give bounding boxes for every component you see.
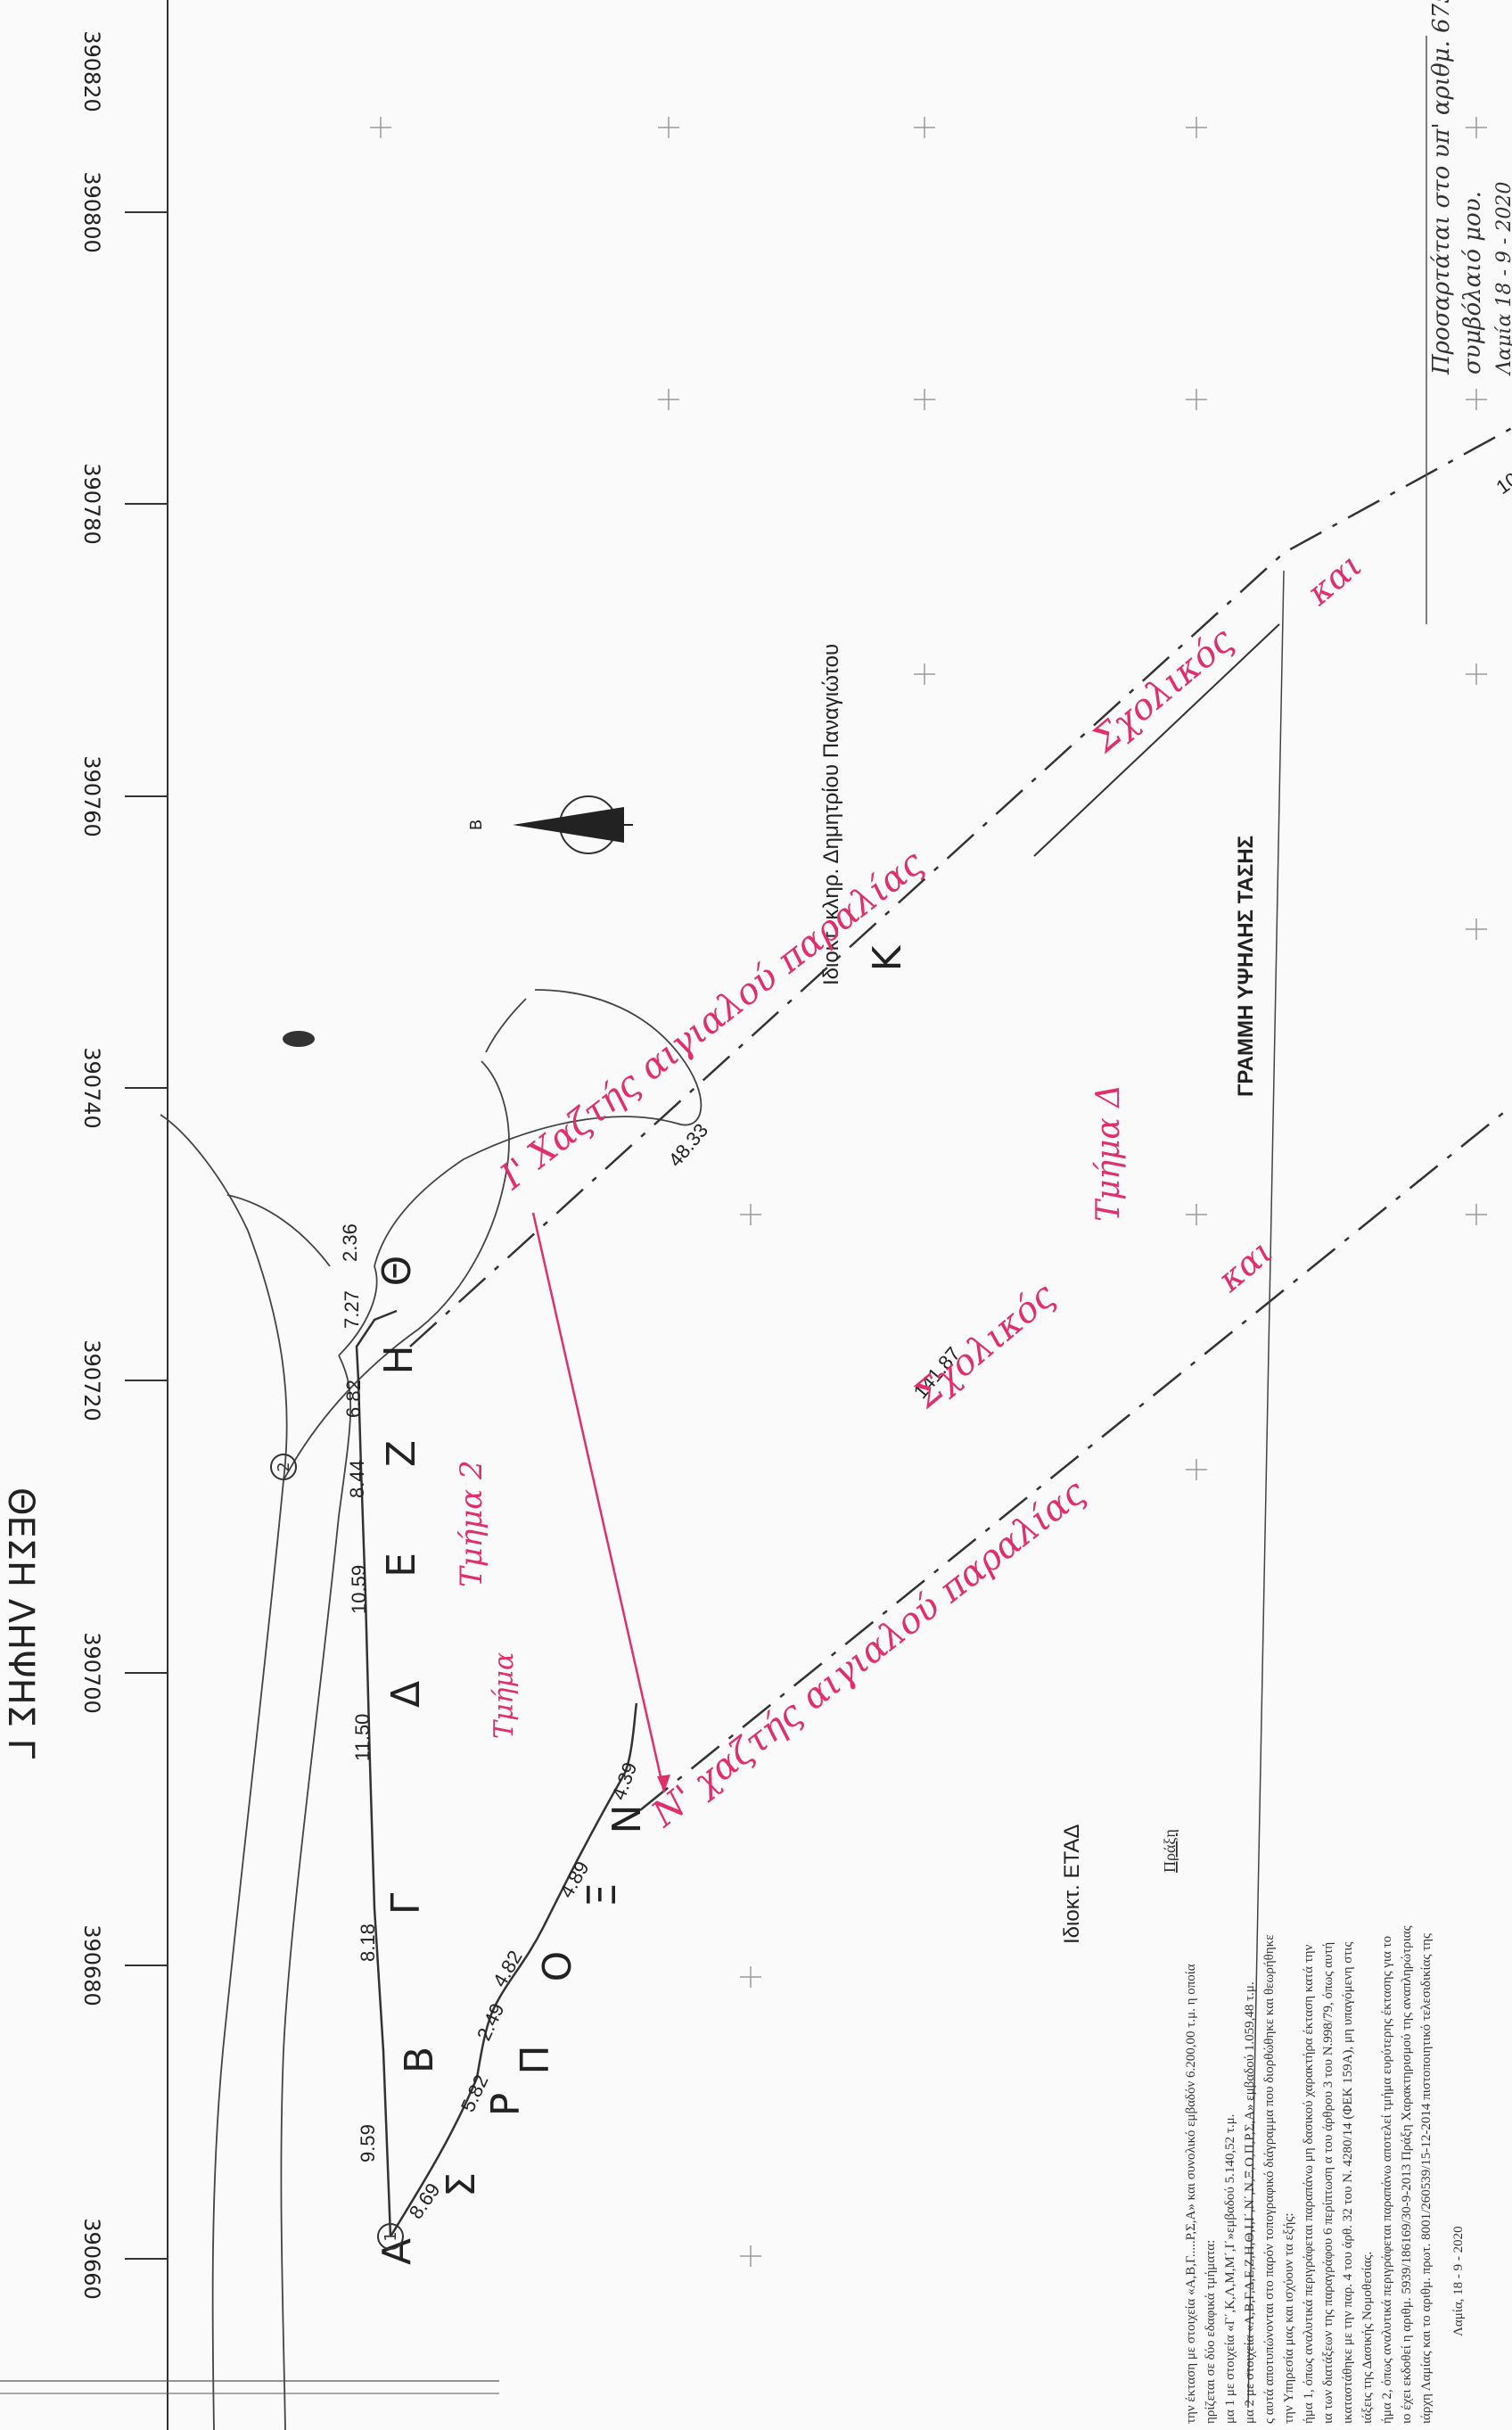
point-label-z: Ζ: [379, 1440, 424, 1467]
x-coordinate-label: 390700: [79, 1632, 104, 1714]
x-coordinate-tick: 390780: [79, 463, 168, 545]
point-label-g: Γ: [383, 1892, 429, 1915]
distance-thi: 2.36: [339, 1223, 361, 1262]
point-label-k: Κ: [865, 944, 910, 971]
x-coordinate-tick: 390700: [79, 1632, 168, 1714]
x-coordinate-tick: 390740: [79, 1047, 168, 1129]
distance-zh: 6.82: [342, 1380, 365, 1418]
notes-date: Λαμία, 18 - 9 - 2020: [1451, 2226, 1466, 2336]
notes-line: ικαταστάθηκε με την παρ. 4 του άρθ. 32 τ…: [1341, 1942, 1355, 2424]
notes-line: ήμα 2, όπως αναλυτικά περιγράφεται παραπ…: [1380, 1936, 1394, 2424]
owner-north-label: Ιδιοκτ. κληρ. Δημητρίου Παναγιώτου: [819, 644, 843, 985]
x-coordinate-tick: 390720: [79, 1339, 168, 1421]
distance-de: 10.59: [348, 1565, 370, 1614]
coastline-lines: [409, 426, 1512, 1811]
notary-stamp: Προσαρτάται στο υπ' αριθμ. 6755 συμβόλαι…: [1426, 0, 1512, 624]
handwritten-tmima: Τμήμα: [489, 1652, 520, 1739]
notes-line: την Υπηρεσία μας και ισχύουν τα εξής:: [1282, 2212, 1296, 2424]
x-coordinate-label: 390660: [79, 2218, 104, 2300]
red-arrow-head: [657, 1775, 670, 1792]
notes-heading: Πράξη: [1161, 1829, 1179, 1873]
point-label-s: Σ: [439, 2172, 484, 2197]
distance-bg: 8.18: [357, 1923, 379, 1962]
point-label-x: Ξ: [579, 1882, 625, 1907]
scale-strip: [0, 2380, 499, 2394]
notes-line: ς αυτά αποτυπώνονται στο παρόν τοπογραφι…: [1262, 1934, 1277, 2424]
road-marker: 1: [377, 2223, 404, 2250]
owner-south-label: Ιδιοκτ. ΕΤΑΔ: [1060, 1825, 1084, 1944]
ink-smudge: [283, 1031, 315, 1047]
x-coordinate-label: 390800: [79, 171, 104, 253]
x-coordinate-tick: 390680: [79, 1924, 168, 2006]
x-coordinate-label: 390740: [79, 1047, 104, 1129]
distance-ab: 9.59: [357, 2124, 379, 2162]
handwritten-tmima-d: Τμήμα Δ: [1090, 1084, 1127, 1222]
point-label-b: Β: [397, 2047, 442, 2073]
point-label-p: Π: [513, 2045, 558, 2074]
grid-crosses: [370, 117, 1487, 2267]
parcel-boundary: [355, 1309, 638, 2237]
handwritten-tmima-2: Τμήμα 2: [454, 1460, 489, 1587]
distance-gd: 11.50: [351, 1714, 374, 1761]
x-coordinate-tick: 390800: [79, 171, 168, 253]
north-arrow-icon: Β: [467, 795, 633, 854]
notes-line: την έκταση με στοιχεία «Α,Β,Γ.....Ρ,Σ,Α»…: [1184, 1964, 1198, 2424]
parcel-k-segment: [1033, 623, 1280, 857]
parcel-point-letters: Α Β Γ Δ Ε Ζ Η Θ Σ Ρ Π Ο Ξ Ν Κ: [374, 944, 910, 2265]
power-line: [1247, 570, 1285, 2409]
point-label-o: Ο: [535, 1951, 580, 1982]
red-section-line: [531, 1212, 666, 1793]
x-coordinate-tick: 390760: [79, 755, 168, 837]
x-coordinate-axis: 390660 390680 390700 390720 390740 39076…: [79, 30, 168, 2300]
x-coordinate-label: 390760: [79, 755, 104, 837]
point-label-e: Ε: [379, 1553, 424, 1577]
power-line-label: ΓΡΑΜΜΗ ΥΨΗΛΗΣ ΤΑΣΗΣ: [1234, 836, 1258, 1097]
distance-hth: 7.27: [341, 1290, 363, 1329]
x-coordinate-tick: 390660: [79, 2218, 168, 2300]
notes-line: μα 2 με στοιχεία «Α,Β,Γ,Δ,Ε,Ζ,Η,Θ,Ι,Ι΄,Ν…: [1243, 1981, 1257, 2424]
point-label-th: Θ: [374, 1256, 420, 1287]
notes-line: ιο έχει εκδοθεί η αριθμ. 5939/186169/30-…: [1400, 1925, 1414, 2424]
notes-line: ιάξεις της Δασικής Νομοθεσίας.: [1360, 2252, 1375, 2424]
road-marker: 2: [270, 1454, 297, 1480]
road-marker-1: 1: [382, 2231, 400, 2241]
x-coordinate-label: 390820: [79, 30, 104, 112]
road-lines: [160, 989, 703, 2430]
x-coordinate-label: 390680: [79, 1924, 104, 2006]
x-coordinate-label: 390720: [79, 1339, 104, 1421]
notes-line: ιάρχη Λαμίας και το αριθμ. πρωτ. 8001/26…: [1419, 1933, 1434, 2424]
road-marker-2: 2: [275, 1462, 293, 1471]
notes-line: ια των διατάξεων της παραγράφου 6 περίπτ…: [1321, 1942, 1335, 2424]
stamp-line-1: Προσαρτάται στο υπ' αριθμ. 6755: [1428, 0, 1455, 375]
point-label-d: Δ: [383, 1681, 429, 1708]
notes-line: ηρίζεται σε δύο εδαφικά τμήματα:: [1204, 2240, 1218, 2424]
notes-line: ήμα 1, όπως αναλυτικά περιγράφεται παραπ…: [1302, 1944, 1316, 2424]
page-title: ΘΕΣΗ ΛΗΨΗΣ Γ: [0, 1487, 41, 1759]
distance-ez: 8.44: [346, 1460, 368, 1498]
point-label-a: Α: [374, 2238, 420, 2265]
stamp-line-2: συμβόλαιό μου.: [1459, 191, 1486, 375]
notes-line: μα 1 με στοιχεία «Γ΄,Κ,Λ,Μ,Μ΄,Ι΄»εμβαδού…: [1223, 2114, 1237, 2424]
x-coordinate-label: 390780: [79, 463, 104, 545]
north-arrow-label: Β: [467, 820, 486, 830]
point-label-r: Ρ: [483, 2093, 529, 2117]
notes-block: Πράξη την έκταση με στοιχεία «Α,Β,Γ.....…: [1161, 1829, 1466, 2424]
point-label-h: Η: [376, 1345, 422, 1374]
stamp-line-3: Λαμία 18 - 9 - 2020: [1493, 182, 1512, 376]
